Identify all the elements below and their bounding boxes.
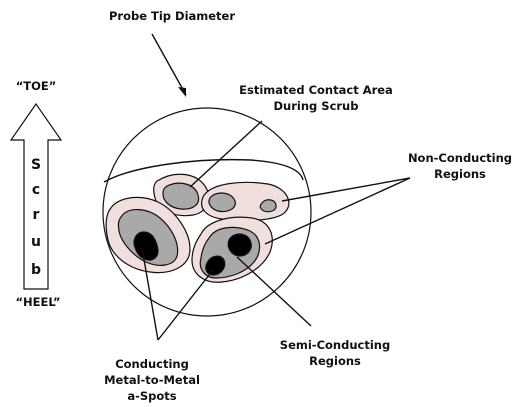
scrub-letter-r: r: [33, 207, 40, 223]
semi-conducting-region-upper-right-b: [260, 200, 276, 212]
scrub-letter-u: u: [31, 234, 41, 250]
conducting-spot-right-upper: [228, 234, 251, 256]
probe-tip-label: Probe Tip Diameter: [109, 9, 235, 23]
conducting-label-line2: Metal-to-Metal: [104, 373, 200, 387]
probe-tip-leader: [152, 34, 186, 95]
toe-label: “TOE”: [16, 79, 57, 93]
heel-label: “HEEL”: [15, 295, 60, 309]
semi-conducting-label-line1: Semi-Conducting: [280, 338, 390, 352]
contact-area-label-line2: During Scrub: [274, 99, 359, 113]
scrub-letter-c: c: [32, 182, 40, 198]
conducting-label-line3: a-Spots: [127, 389, 176, 403]
non-conducting-label-line1: Non-Conducting: [408, 151, 512, 165]
probe-tip-arrowhead: [178, 87, 186, 97]
non-conducting-label-line2: Regions: [434, 167, 486, 181]
scrub-letter-b: b: [31, 262, 41, 278]
semi-conducting-label-line2: Regions: [309, 354, 361, 368]
contact-area-label-line1: Estimated Contact Area: [239, 83, 393, 97]
scrub-letter-s: S: [31, 157, 41, 173]
conducting-label-line1: Conducting: [115, 357, 189, 371]
semi-conducting-region-upper-right-a: [209, 193, 235, 212]
